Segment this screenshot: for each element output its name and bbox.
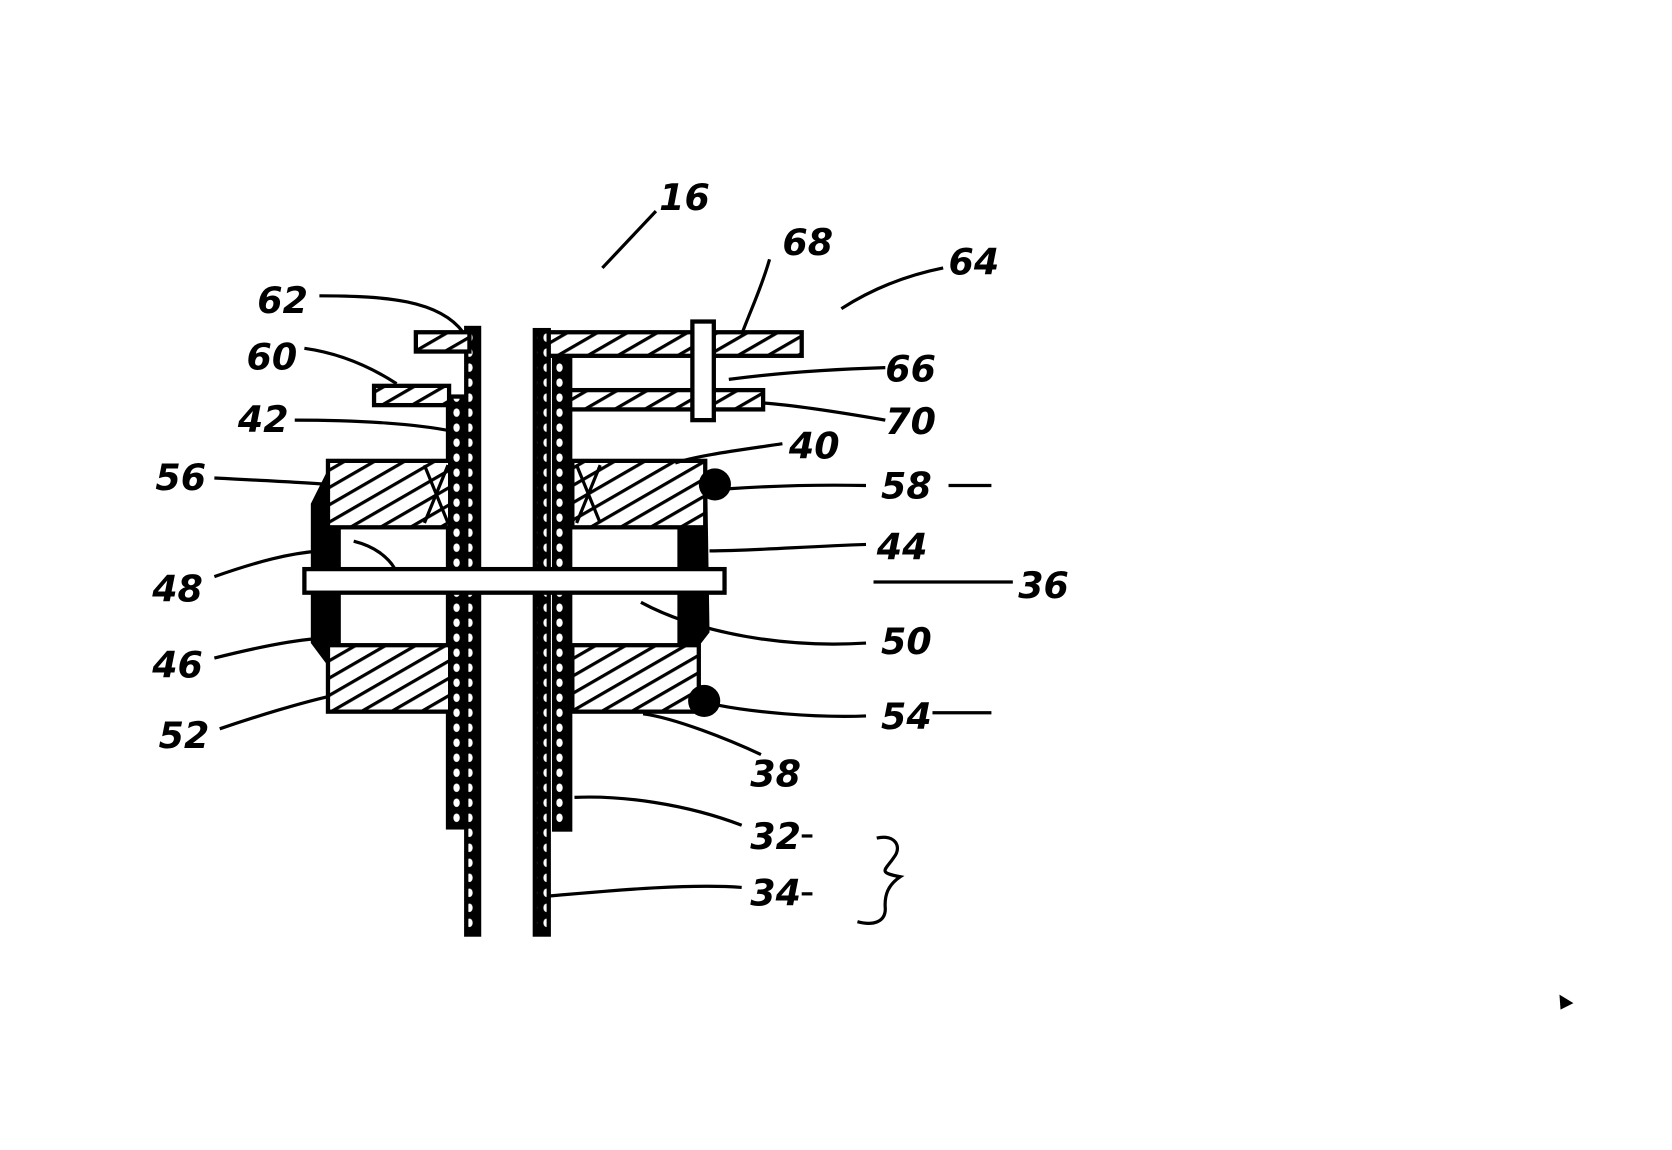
label-54: 54 <box>881 695 932 738</box>
plate-68 <box>549 332 802 356</box>
label-16: 16 <box>659 176 710 219</box>
label-70: 70 <box>885 400 936 443</box>
label-48: 48 <box>151 567 203 610</box>
bolt-50 <box>304 569 724 593</box>
stray-mark <box>1559 995 1573 1010</box>
label-60: 60 <box>247 336 298 379</box>
pin-66 <box>692 322 713 421</box>
label-36: 36 <box>1018 564 1069 607</box>
o-ring-58 <box>699 468 731 500</box>
outer-tube-left <box>466 328 479 935</box>
label-46: 46 <box>151 643 203 686</box>
label-64: 64 <box>949 240 1000 283</box>
label-68: 68 <box>782 221 833 264</box>
label-56: 56 <box>155 456 206 499</box>
o-ring-54 <box>688 685 720 717</box>
outer-tube-right <box>535 330 549 934</box>
label-34: 34 <box>750 872 801 915</box>
label-62: 62 <box>257 279 308 322</box>
brace <box>857 837 900 923</box>
label-44: 44 <box>876 525 928 568</box>
label-38: 38 <box>750 753 801 796</box>
label-50: 50 <box>881 620 932 663</box>
plate-70 <box>570 390 763 409</box>
block-52 <box>328 645 450 711</box>
label-66: 66 <box>885 348 936 391</box>
label-58: 58 <box>881 464 932 507</box>
flange-60 <box>374 386 449 405</box>
block-56 <box>328 461 450 527</box>
label-52: 52 <box>159 714 210 757</box>
flange-62 <box>416 332 470 351</box>
label-32: 32 <box>750 815 801 858</box>
label-42: 42 <box>237 398 289 441</box>
block-40 <box>572 461 705 527</box>
block-38 <box>572 645 698 711</box>
label-40: 40 <box>788 425 840 468</box>
